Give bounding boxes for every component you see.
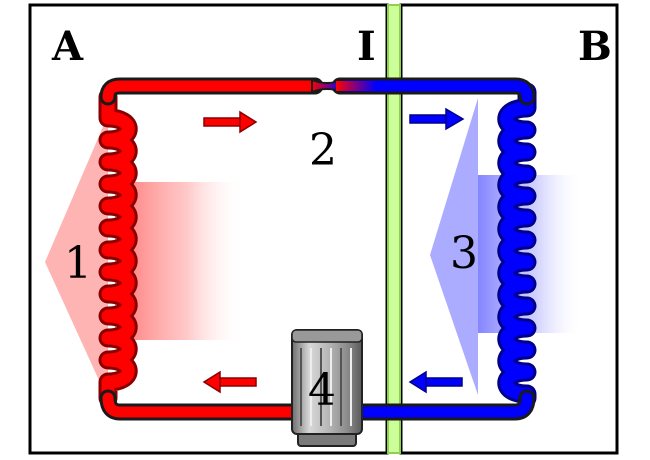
- condenser-coil-inner: [101, 90, 135, 405]
- top-pipe-hot: [102, 80, 321, 103]
- top-pipe-cold: [334, 80, 533, 103]
- heat-absorb-wedge: [430, 98, 478, 395]
- arrow-right-cold: [409, 107, 465, 131]
- arrow-right-hot: [203, 110, 258, 134]
- label-component-1: 1: [64, 238, 92, 289]
- heat-release-wedge: [45, 115, 108, 400]
- evaporator-coil-inner: [500, 85, 534, 405]
- label-side-a: A: [51, 23, 84, 70]
- label-component-3: 3: [450, 228, 478, 279]
- arrow-left-cold: [408, 370, 463, 394]
- insulation-layer: [387, 4, 401, 454]
- label-component-2: 2: [309, 125, 337, 176]
- bottom-pipe-cold: [344, 392, 533, 418]
- top-pipe-transition: [336, 81, 376, 91]
- label-side-b: B: [578, 23, 612, 70]
- compressor: [291, 329, 363, 447]
- label-component-4: 4: [308, 365, 336, 416]
- arrow-left-hot: [202, 370, 257, 394]
- expansion-valve: [311, 78, 343, 94]
- bottom-pipe-hot: [102, 392, 306, 418]
- label-insulation: I: [357, 23, 376, 70]
